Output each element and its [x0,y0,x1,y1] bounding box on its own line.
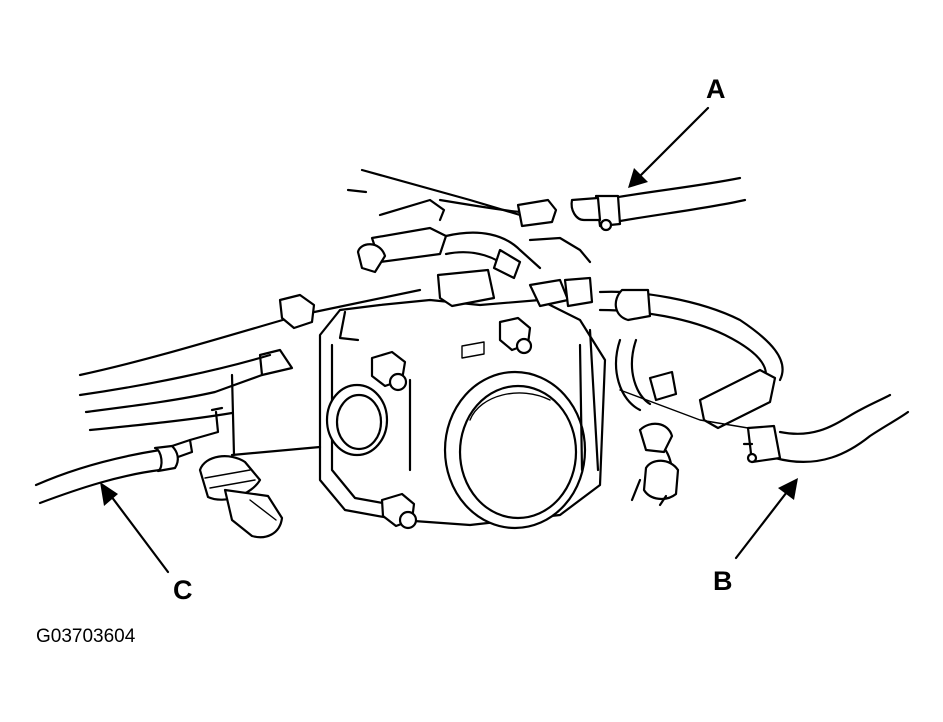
bolt-top-left-frame [278,293,316,330]
throttle-body [318,298,607,530]
leader-arrows [100,106,798,574]
bolt-upper-left [370,350,408,392]
callout-c: C [173,575,193,605]
callout-b: B [713,566,733,596]
right-hoses [598,288,784,507]
callout-a: A [706,74,726,104]
arrow-c [100,482,170,574]
arrow-a [628,106,710,188]
figure-code: G03703604 [36,626,136,647]
hose-b [742,393,910,464]
bolts [278,293,533,530]
iat-sensor [198,455,284,539]
bolt-upper-center [498,316,533,355]
hose-a [570,176,747,232]
hose-c [34,406,224,505]
upper-hoses [346,168,594,308]
arrow-b [734,478,798,560]
bolt-lower-left [380,492,418,530]
